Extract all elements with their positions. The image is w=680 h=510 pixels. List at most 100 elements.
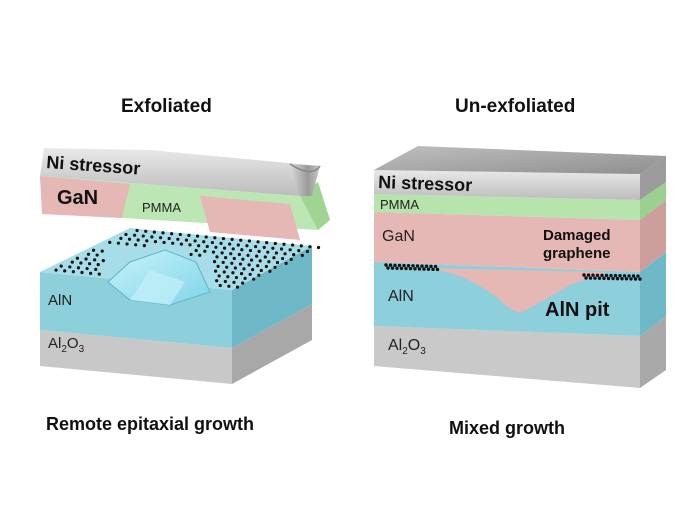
- graphene-dot: [291, 243, 295, 247]
- graphene-dot: [299, 244, 303, 248]
- graphene-dot: [582, 273, 586, 277]
- graphene-dot: [305, 249, 310, 254]
- graphene-dot: [243, 276, 247, 280]
- graphene-dot: [631, 274, 636, 278]
- graphene-dot: [97, 272, 101, 276]
- graphene-dot: [252, 277, 256, 281]
- left-substrate: [40, 228, 321, 384]
- graphene-dot: [162, 240, 166, 245]
- graphene-dot: [178, 232, 182, 237]
- graphene-dot: [256, 264, 260, 268]
- graphene-dot: [89, 271, 93, 275]
- graphene-dot: [91, 248, 96, 252]
- graphene-dot: [406, 263, 411, 268]
- graphene-dot: [215, 255, 219, 259]
- graphene-dot: [179, 242, 183, 246]
- left-ni-edge: [289, 163, 321, 173]
- graphene-dot: [429, 264, 433, 269]
- graphene-dot: [93, 258, 97, 262]
- graphene-dot: [258, 259, 262, 263]
- graphene-dot: [197, 244, 201, 248]
- left-al2o3-side: [232, 304, 312, 384]
- graphene-dot: [127, 237, 132, 241]
- graphene-dot: [593, 276, 597, 280]
- graphene-dot: [187, 233, 191, 237]
- graphene-dot: [96, 262, 100, 267]
- graphene-dot: [80, 270, 84, 275]
- graphene-dot: [284, 261, 288, 265]
- right-gan-front: [374, 212, 640, 272]
- graphene-dot: [161, 231, 165, 235]
- graphene-dot: [613, 273, 618, 278]
- graphene-dot: [256, 240, 260, 244]
- graphene-dot: [248, 248, 253, 253]
- left-aln-side: [232, 246, 312, 348]
- graphene-dot: [289, 257, 293, 261]
- graphene-dot: [386, 266, 390, 270]
- graphene-dot: [297, 249, 301, 253]
- right-pmma-side: [640, 182, 666, 220]
- graphene-dot: [257, 273, 261, 277]
- graphene-dot: [245, 244, 249, 248]
- graphene-dot: [242, 267, 246, 271]
- graphene-dot: [231, 247, 235, 251]
- graphene-dot: [611, 276, 615, 281]
- graphene-dot: [215, 279, 219, 283]
- graphene-dot: [251, 268, 255, 272]
- graphene-dot: [622, 274, 627, 278]
- graphene-dot: [214, 245, 218, 249]
- graphene-dot: [283, 252, 287, 256]
- right-al2o3-front: [374, 326, 640, 388]
- graphene-dot: [229, 252, 233, 256]
- graphene-dot: [415, 264, 420, 268]
- graphene-dot: [633, 277, 638, 281]
- right-graphene-dots: [384, 263, 642, 281]
- graphene-dot: [108, 240, 112, 244]
- graphene-dot: [116, 241, 121, 245]
- graphene-dot: [136, 238, 140, 242]
- graphene-dot: [119, 236, 123, 240]
- graphene-dot: [629, 277, 633, 281]
- graphene-dot: [413, 267, 417, 271]
- graphene-dot: [272, 256, 276, 260]
- graphene-dot: [262, 245, 266, 249]
- graphene-dot: [265, 241, 269, 245]
- graphene-dot: [152, 230, 156, 234]
- right-aln-label: AlN: [388, 288, 414, 305]
- graphene-dot: [232, 280, 236, 284]
- graphene-dot: [238, 262, 243, 266]
- graphene-dot: [264, 264, 268, 269]
- graphene-dot: [63, 269, 67, 273]
- graphene-dot: [300, 253, 304, 258]
- graphene-dot: [189, 252, 193, 257]
- right-al2o3-side: [640, 316, 666, 388]
- right-damaged-label-2: graphene: [543, 245, 611, 262]
- graphene-dot: [59, 264, 63, 268]
- graphene-dot: [422, 267, 426, 271]
- graphene-dot: [230, 261, 234, 265]
- graphene-dot: [212, 260, 217, 264]
- graphene-dot: [234, 275, 239, 280]
- graphene-dot: [246, 253, 250, 257]
- graphene-dot: [588, 276, 593, 280]
- graphene-dot: [142, 244, 146, 248]
- graphene-dot: [388, 263, 393, 267]
- graphene-dot: [426, 267, 431, 271]
- graphene-dot: [85, 266, 89, 271]
- graphene-dot: [435, 267, 440, 272]
- graphene-dot: [150, 235, 154, 239]
- left-graphene-dots: [54, 228, 321, 289]
- left-gan-label: GaN: [57, 187, 98, 209]
- graphene-dot: [263, 255, 267, 259]
- graphene-dot: [184, 238, 189, 242]
- graphene-dot: [202, 240, 206, 244]
- graphene-dot: [586, 273, 591, 277]
- graphene-dot: [417, 267, 422, 271]
- left-title: Exfoliated: [121, 96, 212, 117]
- graphene-dot: [431, 267, 435, 272]
- graphene-dot: [395, 266, 399, 270]
- graphene-dot: [308, 245, 312, 249]
- graphene-dot: [397, 263, 402, 268]
- graphene-dot: [597, 276, 602, 280]
